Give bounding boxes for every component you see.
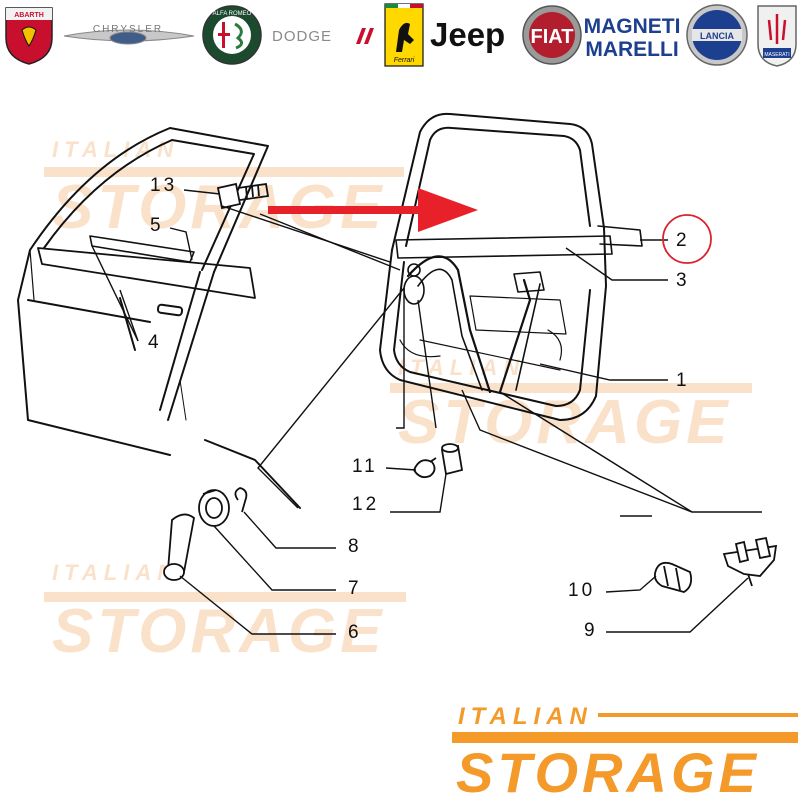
callout-6: 6 — [348, 622, 362, 643]
brand-logo-bar: ABARTH CHRYSLER ALFA ROMEO DODGE — [5, 3, 797, 67]
callout-7: 7 — [348, 578, 362, 599]
alfa-romeo-logo: ALFA ROMEO — [202, 5, 262, 65]
abarth-logo: ABARTH — [5, 7, 53, 65]
car-body-drawing — [17, 127, 301, 509]
part-6-crank-handle — [163, 513, 195, 581]
chrysler-logo: CHRYSLER — [63, 24, 195, 45]
part-11-spring-clip — [413, 457, 437, 479]
italian-storage-logo: ITALIAN STORAGE — [452, 703, 798, 800]
part-12-bushing — [440, 443, 464, 476]
callout-2: 2 — [676, 230, 690, 251]
svg-text:MAGNETI: MAGNETI — [584, 15, 681, 38]
svg-text:DODGE: DODGE — [272, 28, 332, 45]
part-10-roller — [653, 561, 693, 593]
callout-3: 3 — [676, 270, 690, 291]
callout-4: 4 — [148, 332, 162, 353]
callout-11: 11 — [352, 456, 378, 477]
callout-1: 1 — [676, 370, 690, 391]
svg-text:ITALIAN: ITALIAN — [398, 355, 525, 380]
ferrari-logo: Ferrari — [384, 3, 424, 67]
maserati-logo: MASERATI — [757, 5, 797, 67]
jeep-logo: Jeep — [430, 16, 505, 53]
part-9-slider — [722, 536, 778, 587]
svg-text:FIAT: FIAT — [531, 26, 574, 48]
callout-labels: 13 5 4 2 3 1 11 12 8 7 6 10 9 — [148, 175, 690, 643]
svg-text:CHRYSLER: CHRYSLER — [93, 24, 163, 35]
svg-text:MARELLI: MARELLI — [585, 38, 678, 61]
watermark-right: ITALIAN STORAGE — [390, 355, 752, 457]
svg-text:ITALIAN: ITALIAN — [458, 703, 593, 730]
part-8-clip — [234, 487, 248, 513]
callout-12: 12 — [352, 494, 379, 515]
callout-5: 5 — [150, 215, 164, 236]
fiat-logo: FIAT — [522, 5, 582, 65]
dodge-logo: DODGE — [272, 28, 374, 45]
lancia-logo: LANCIA — [686, 4, 748, 66]
door-assembly-drawing — [379, 112, 643, 421]
highlight-arrow — [268, 188, 478, 232]
callout-13: 13 — [150, 175, 177, 196]
svg-text:LANCIA: LANCIA — [700, 31, 734, 41]
highlight-circle — [662, 214, 712, 264]
svg-text:Jeep: Jeep — [430, 16, 505, 53]
leader-lines — [91, 189, 762, 635]
part-13-bolt — [216, 182, 270, 210]
callout-9: 9 — [584, 620, 598, 641]
magneti-marelli-logo: MAGNETI MARELLI — [584, 15, 681, 61]
callout-8: 8 — [348, 536, 362, 557]
part-7-escutcheon — [198, 489, 230, 527]
svg-text:ABARTH: ABARTH — [14, 12, 44, 19]
svg-text:ALFA ROMEO: ALFA ROMEO — [213, 11, 252, 17]
svg-text:ITALIAN: ITALIAN — [52, 560, 179, 585]
callout-10: 10 — [568, 580, 595, 601]
svg-text:MASERATI: MASERATI — [764, 52, 789, 58]
svg-text:STORAGE: STORAGE — [52, 597, 385, 666]
svg-text:Ferrari: Ferrari — [394, 57, 415, 64]
watermark-bottom-left: ITALIAN STORAGE — [44, 560, 406, 666]
svg-text:STORAGE: STORAGE — [456, 741, 760, 800]
